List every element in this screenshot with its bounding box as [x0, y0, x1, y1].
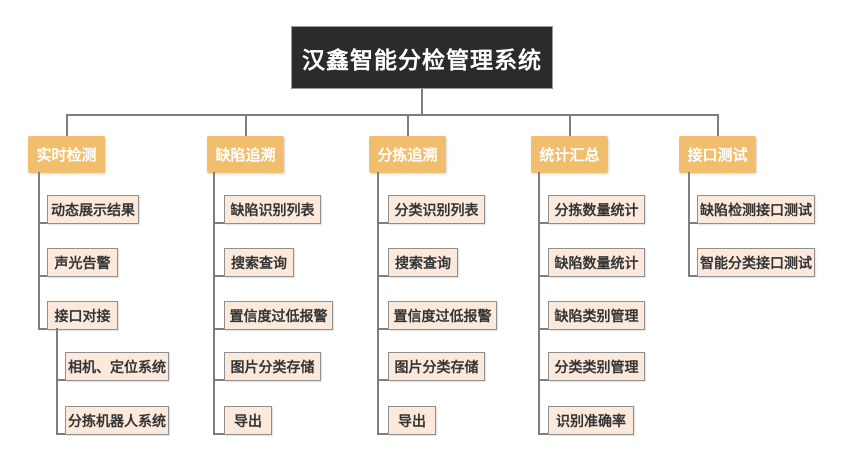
connector-stub — [56, 379, 66, 381]
branch-realtime-detection: 实时检测 — [28, 136, 105, 173]
node-defect-quantity-stats: 缺陷数量统计 — [548, 248, 645, 277]
connector-stub — [38, 275, 48, 277]
connector-drop-sorting-trace — [407, 114, 409, 137]
node-defect-recognition-list: 缺陷识别列表 — [224, 195, 321, 224]
node-search-query: 搜索查询 — [388, 248, 458, 277]
node-interface-docking: 接口对接 — [47, 301, 118, 330]
connector-stub — [538, 379, 549, 381]
connector-stub — [38, 328, 48, 330]
branch-statistics-summary: 统计汇总 — [531, 136, 608, 173]
connector-stub — [213, 379, 225, 381]
node-image-classified-storage: 图片分类存储 — [224, 352, 321, 381]
root-node-title: 汉鑫智能分检管理系统 — [291, 26, 553, 89]
connector-stub — [377, 328, 389, 330]
node-defect-detection-api-test: 缺陷检测接口测试 — [697, 195, 815, 224]
node-sorting-robot-system: 分拣机器人系统 — [65, 406, 169, 435]
branch-sorting-trace: 分拣追溯 — [369, 136, 446, 173]
connector-stub — [377, 222, 389, 224]
node-low-confidence-alarm: 置信度过低报警 — [224, 301, 333, 330]
connector-branch-bus — [66, 114, 719, 116]
connector-stub — [213, 328, 225, 330]
node-image-classified-storage: 图片分类存储 — [388, 352, 485, 381]
node-sound-light-alarm: 声光告警 — [47, 248, 118, 277]
connector-branch1-sub-spine — [56, 328, 58, 435]
connector-stub — [377, 275, 389, 277]
node-camera-positioning-system: 相机、定位系统 — [65, 352, 169, 381]
connector-branch2-spine — [213, 172, 215, 435]
connector-stub — [213, 222, 225, 224]
connector-stub — [377, 433, 389, 435]
connector-branch1-spine — [38, 172, 40, 330]
branch-interface-test: 接口测试 — [679, 136, 756, 173]
connector-stub — [538, 222, 549, 224]
connector-stub — [38, 222, 48, 224]
connector-stub — [213, 275, 225, 277]
node-search-query: 搜索查询 — [224, 248, 294, 277]
node-export: 导出 — [388, 406, 436, 435]
node-recognition-accuracy: 识别准确率 — [548, 406, 634, 435]
connector-stub — [688, 222, 698, 224]
connector-branch3-spine — [377, 172, 379, 435]
connector-drop-interface-test — [717, 114, 719, 137]
connector-stub — [538, 328, 549, 330]
node-classification-category-management: 分类类别管理 — [548, 352, 645, 381]
connector-stub — [688, 275, 698, 277]
node-classification-recognition-list: 分类识别列表 — [388, 195, 485, 224]
branch-defect-trace: 缺陷追溯 — [207, 136, 284, 173]
connector-drop-defect-trace — [245, 114, 247, 137]
node-dynamic-display-results: 动态展示结果 — [47, 195, 139, 224]
connector-stub — [56, 433, 66, 435]
connector-branch4-spine — [538, 172, 540, 435]
node-intelligent-classification-api-test: 智能分类接口测试 — [697, 248, 815, 277]
node-export: 导出 — [224, 406, 272, 435]
connector-stub — [538, 433, 549, 435]
node-sorting-quantity-stats: 分拣数量统计 — [548, 195, 645, 224]
connector-stub — [538, 275, 549, 277]
connector-drop-realtime — [66, 114, 68, 137]
connector-stub — [377, 379, 389, 381]
node-low-confidence-alarm: 置信度过低报警 — [388, 301, 497, 330]
node-defect-category-management: 缺陷类别管理 — [548, 301, 645, 330]
connector-stub — [213, 433, 225, 435]
connector-branch5-spine — [688, 172, 690, 277]
connector-title-drop — [421, 89, 423, 115]
connector-drop-statistics — [569, 114, 571, 137]
